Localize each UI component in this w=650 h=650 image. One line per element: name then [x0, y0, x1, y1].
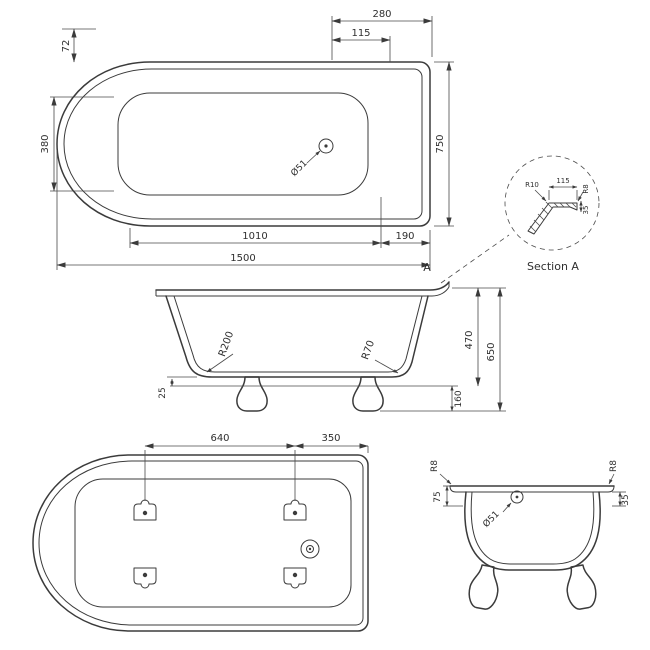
dim-label-75: 75	[433, 491, 443, 502]
section-a-title: Section A	[527, 260, 579, 273]
end-label-r8-left: R8	[430, 460, 440, 472]
end-rim	[449, 485, 615, 493]
dim-label-72: 72	[61, 40, 72, 53]
dim-label-35-end: 35	[621, 494, 631, 505]
side-label-r70: R70	[360, 339, 377, 361]
bottom-rim-inner-outline	[38, 460, 364, 626]
dim-label-25: 25	[158, 387, 168, 398]
drain-hole	[318, 138, 334, 154]
foot-bracket-top-left	[133, 499, 157, 521]
side-dimension-lines	[170, 287, 503, 412]
plan-view: Ø51 280 115	[40, 9, 454, 270]
end-drain-label: Ø51	[481, 509, 502, 530]
side-body-outline	[165, 295, 429, 378]
drain-leader-line	[306, 150, 321, 164]
bottom-view: 640 350	[32, 433, 369, 632]
section-a-detail: A Section A R10 115 R8 35	[423, 155, 600, 284]
side-rim	[155, 281, 450, 297]
dim-label-470: 470	[464, 330, 475, 349]
tub-rim-inner-outline	[63, 68, 423, 220]
side-label-r200: R200	[217, 330, 236, 358]
detail-circle	[504, 155, 600, 251]
dim-label-640: 640	[210, 433, 229, 444]
rim-profile	[527, 202, 578, 235]
tub-outer-outline	[56, 61, 431, 227]
detail-leader-line	[440, 234, 510, 284]
dim-label-190: 190	[395, 231, 414, 242]
foot-bracket-bottom-right	[283, 567, 307, 589]
detail-label-r8: R8	[582, 184, 590, 193]
rim-profile-hatching	[529, 201, 577, 233]
end-claw-foot-left	[468, 564, 499, 610]
dim-label-650: 650	[486, 342, 497, 361]
foot-bracket-bottom-left	[133, 567, 157, 589]
end-body-inner-line	[470, 491, 595, 565]
bottom-drain	[300, 539, 320, 559]
claw-foot-left	[236, 376, 268, 412]
end-view: Ø51 R8 R8 75 35	[430, 460, 631, 610]
dim-label-750: 750	[435, 134, 446, 153]
detail-dimension-lines	[534, 185, 584, 213]
dim-label-1500: 1500	[230, 253, 255, 264]
dim-label-380: 380	[40, 134, 51, 153]
dim-label-1010: 1010	[242, 231, 267, 242]
tub-basin-outline	[117, 92, 369, 196]
detail-label-115: 115	[556, 177, 569, 185]
detail-marker-a: A	[423, 261, 431, 274]
end-claw-foot-right	[566, 564, 597, 610]
end-body-outline	[464, 491, 601, 571]
end-drain-leader-line	[502, 502, 512, 513]
end-dimension-lines	[439, 473, 622, 507]
dim-label-350: 350	[321, 433, 340, 444]
side-view: R200 R70 470 650 25 160	[155, 281, 506, 412]
drain-label: Ø51	[289, 158, 310, 179]
end-drain-hole	[510, 490, 524, 504]
end-drain-center-dot	[515, 495, 519, 499]
drain-center-dot	[324, 144, 328, 148]
dim-label-160: 160	[454, 390, 464, 407]
foot-bracket-top-right	[283, 499, 307, 521]
end-label-r8-right: R8	[609, 460, 619, 472]
claw-foot-right	[352, 376, 384, 412]
end-extension-lines	[443, 485, 626, 507]
detail-label-35: 35	[582, 206, 590, 215]
bottom-base-outline	[74, 478, 352, 608]
dim-label-115: 115	[351, 28, 370, 39]
detail-label-r10: R10	[525, 181, 539, 189]
bottom-outer-outline	[32, 454, 369, 632]
dim-label-280: 280	[372, 9, 391, 20]
plan-dimension-lines	[51, 18, 452, 268]
side-body-inner-line	[173, 295, 423, 373]
